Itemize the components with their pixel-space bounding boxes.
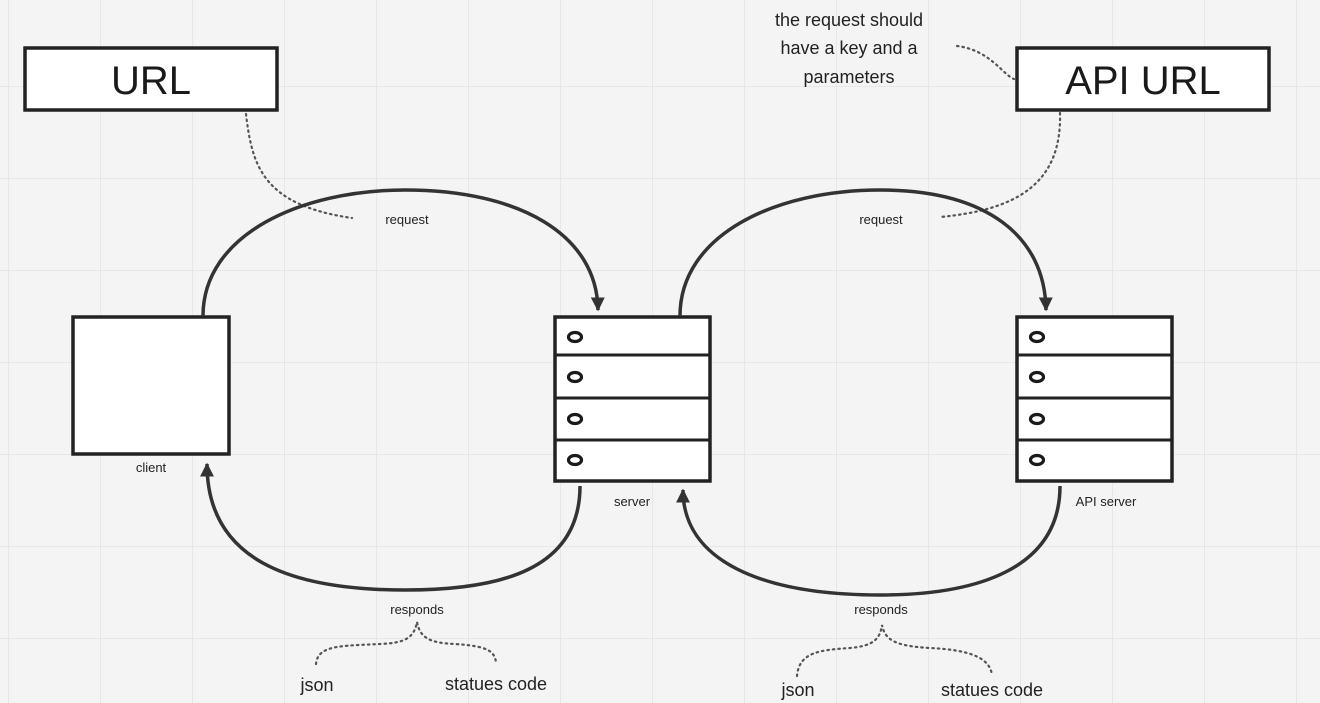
url-box-label: URL <box>111 59 191 103</box>
right-json-label: json <box>780 680 814 700</box>
note-line-1: the request should <box>775 10 923 30</box>
api-server-led-icon <box>1028 330 1046 344</box>
api-server-led-icon <box>1028 412 1046 426</box>
api-server-node[interactable] <box>1015 315 1174 483</box>
server-label: server <box>614 494 651 509</box>
note-line-2: have a key and a <box>780 38 918 58</box>
note-connector <box>955 44 1016 81</box>
request-label-right: request <box>859 212 903 227</box>
right-status-code-label: statues code <box>941 680 1043 700</box>
note-line-3: parameters <box>803 67 894 87</box>
server-to-client-arrow[interactable] <box>200 462 582 592</box>
left-json-label: json <box>299 675 333 695</box>
api-to-server-arrow[interactable] <box>676 485 1062 597</box>
client-label: client <box>136 460 167 475</box>
responds-label-left: responds <box>390 602 444 617</box>
client-node[interactable] <box>71 315 231 456</box>
url-connector <box>244 112 354 220</box>
url-box[interactable]: URL <box>23 46 279 112</box>
server-node[interactable] <box>553 315 712 483</box>
api-url-box[interactable]: API URL <box>1015 46 1271 112</box>
client-to-server-arrow[interactable] <box>201 188 605 317</box>
server-led-icon <box>566 453 584 467</box>
api-request-note: the request should have a key and a para… <box>775 10 923 87</box>
left-status-code-label: statues code <box>445 674 547 694</box>
responds-label-right: responds <box>854 602 908 617</box>
server-led-icon <box>566 370 584 384</box>
left-response-brace <box>314 621 498 666</box>
request-label-left: request <box>385 212 429 227</box>
server-led-icon <box>566 412 584 426</box>
api-url-box-label: API URL <box>1065 59 1221 103</box>
server-led-icon <box>566 330 584 344</box>
api-server-led-icon <box>1028 453 1046 467</box>
api-server-led-icon <box>1028 370 1046 384</box>
api-url-connector <box>938 111 1062 219</box>
server-to-api-arrow[interactable] <box>678 188 1053 317</box>
right-response-brace <box>795 624 994 678</box>
api-server-label: API server <box>1076 494 1137 509</box>
